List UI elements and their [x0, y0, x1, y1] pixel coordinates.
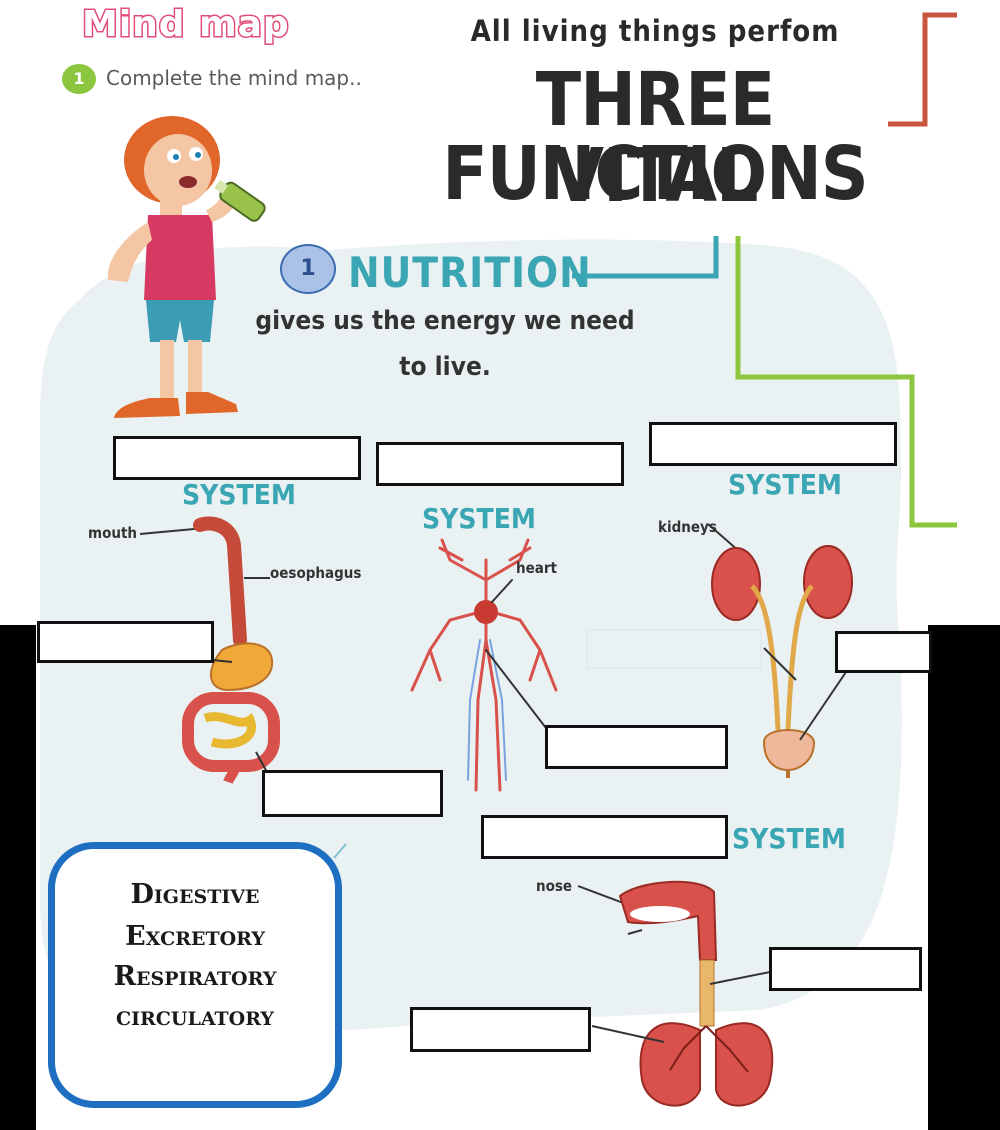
system-label-circulatory: SYSTEM — [422, 502, 536, 535]
digestive-system-illustration — [139, 516, 280, 784]
answer-box-vessels[interactable] — [545, 725, 728, 769]
answer-input-system-circulatory[interactable] — [379, 445, 621, 483]
word-bank-item-excretory[interactable]: Excretory — [125, 921, 265, 952]
girl-illustration — [107, 116, 266, 418]
answer-box-system-circulatory[interactable] — [376, 442, 624, 486]
label-oesophagus: oesophagus — [270, 564, 362, 582]
label-kidneys: kidneys — [658, 518, 717, 536]
system-label-respiratory: SYSTEM — [732, 822, 846, 855]
respiratory-system-illustration — [333, 843, 774, 1107]
answer-box-system-respiratory[interactable] — [481, 815, 728, 859]
mind-map-title: Mind map — [81, 3, 291, 47]
answer-box-trachea[interactable] — [769, 947, 922, 991]
answer-box-stomach[interactable] — [37, 621, 214, 663]
nutrition-description-line1: gives us the energy we need — [255, 306, 635, 336]
main-title-line2: FUNCTIONS — [442, 131, 869, 217]
answer-input-system-digestive[interactable] — [116, 439, 358, 477]
word-bank-item-circulatory[interactable]: circulatory — [115, 1001, 274, 1032]
nutrition-number-badge: 1 — [280, 244, 336, 294]
answer-input-system-respiratory[interactable] — [484, 818, 725, 856]
answer-input-intestine[interactable] — [265, 773, 440, 814]
answer-box-lungs[interactable] — [410, 1007, 591, 1052]
faint-box — [586, 629, 762, 669]
label-mouth: mouth — [88, 524, 138, 542]
main-title-line1: THREE VITAL — [535, 57, 775, 219]
word-bank-item-digestive[interactable]: Digestive — [130, 879, 260, 910]
step-number-badge: 1 — [62, 64, 96, 94]
label-heart: heart — [516, 559, 557, 577]
answer-box-intestine[interactable] — [262, 770, 443, 817]
answer-input-stomach[interactable] — [40, 624, 211, 660]
system-label-digestive: SYSTEM — [182, 478, 296, 511]
answer-input-lungs[interactable] — [413, 1010, 588, 1049]
nutrition-heading: NUTRITION — [348, 248, 592, 297]
word-bank-item-respiratory[interactable]: Respiratory — [113, 961, 277, 992]
answer-box-bladder[interactable] — [835, 631, 932, 673]
right-black-bar — [928, 625, 1000, 1130]
left-black-bar — [0, 625, 36, 1130]
hero-subtitle: All living things perfom — [470, 14, 840, 48]
answer-box-system-digestive[interactable] — [113, 436, 361, 480]
word-bank: Digestive Excretory Respiratory circulat… — [48, 842, 342, 1108]
connector-green — [735, 236, 957, 528]
system-label-excretory: SYSTEM — [728, 468, 842, 501]
instruction-text: Complete the mind map.. — [106, 66, 362, 90]
label-nose: nose — [536, 877, 573, 895]
answer-input-trachea[interactable] — [772, 950, 919, 988]
answer-input-system-excretory[interactable] — [652, 425, 894, 463]
nutrition-description-line2: to live. — [399, 352, 491, 382]
answer-box-system-excretory[interactable] — [649, 422, 897, 466]
excretory-system-illustration — [707, 523, 853, 778]
connector-teal — [572, 236, 719, 279]
connector-red — [888, 12, 957, 127]
circulatory-system-illustration — [410, 538, 558, 792]
answer-input-vessels[interactable] — [548, 728, 725, 766]
answer-input-bladder[interactable] — [838, 634, 929, 670]
